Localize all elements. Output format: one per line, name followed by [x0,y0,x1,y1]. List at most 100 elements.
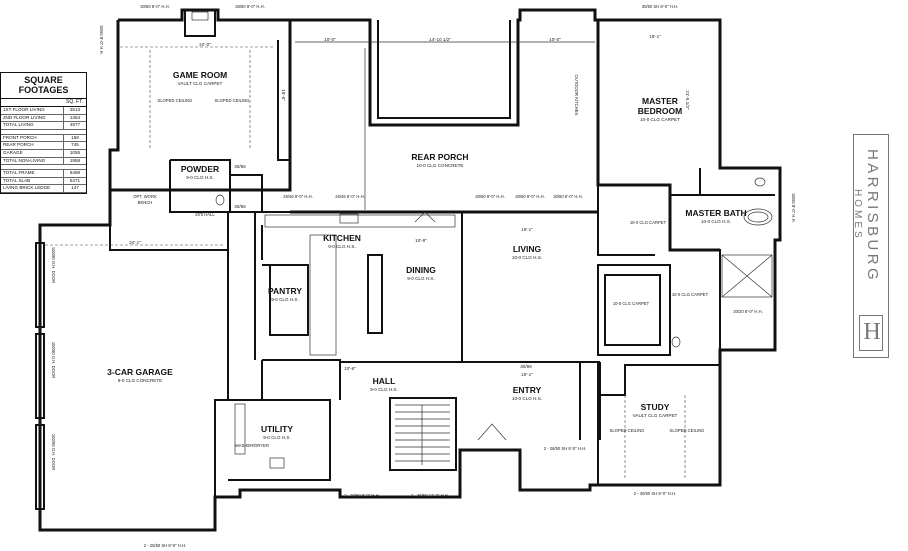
dim-dining-w: 10'-9" [415,238,427,243]
table-cell-label: FRONT PORCH [1,134,64,142]
pantry-walls [262,264,309,336]
room-master-bath-note: 10-0 CLG H.S. [701,219,731,224]
table-cell-value: 1055 [69,149,81,155]
table-gap [1,165,86,171]
window-garage-bottom: 2 - 26/50 SH 8'-0" H.H. [144,543,187,548]
fireplace [191,11,209,21]
table-cell-label: TOTAL FRAME [1,170,64,177]
window-front-study: 2 - 30/60 SH 8'-0" H.H. [634,491,677,496]
kitchen-sink [339,213,359,224]
table-header: SQ. FT. [1,99,86,107]
table-cell-value: 3513 [69,107,81,112]
hall-walls [235,359,341,401]
bath-shower-x [721,254,773,298]
garage-door-tag-3: 100/90 O.H. DOOR [51,434,56,470]
dim-garage-w: 34'-1" [129,240,141,245]
utility-sink [269,457,285,469]
room-pantry: PANTRY [268,286,302,296]
toilet-hall [671,336,681,348]
window-game-top: 30/60 8'-0" H.H. [140,4,170,9]
room-master-bedroom-note: 10-0 CLG CARPET [640,117,680,122]
room-master-bedroom: MASTER [642,96,678,106]
master-closet-walls [597,264,671,356]
label-twenty-hall: 20'0 HALL [195,212,215,217]
chimney [184,10,216,37]
room-powder-note: 9-0 CLG H.S. [186,175,214,180]
table-cell-value: 1958 [69,157,81,163]
dim-master-w: 19'-1" [649,34,661,39]
table-row: TOTAL NON-LIVING 1958 [1,157,86,166]
room-kitchen: KITCHEN [323,233,361,243]
toilet-bath [754,177,766,187]
room-powder: POWDER [181,164,219,174]
window-front-2: 2 - 26/50 8'-0" H.H. [344,493,380,498]
utility-walls [228,399,331,481]
dim-porch-l: 10'-0" [324,37,336,42]
washer-dryer [234,403,246,455]
table-row: TOTAL FRAME 6488 [1,170,86,178]
table-cell-value: 1364 [69,114,81,120]
table-cell-label: TOTAL LIVING [1,122,64,129]
room-pantry-note: 9-0 CLG H.S. [271,297,299,302]
garage-door-tag-1: 100/90 O.H. DOOR [51,247,56,283]
room-master-bath: MASTER BATH [685,208,746,218]
window-side-right: 30/60 8'-0" H.H. [791,193,796,223]
label-washer-dryer: WASHER/DRYER [235,443,269,448]
window-game-top-2: 30/60 8'-0" H.H. [235,4,265,9]
table-cell-value: 6488 [69,170,81,176]
game-room-right-wall [277,40,290,161]
master-bath-walls [670,168,775,350]
window-bath-right: 30/20 8'-0" H.H. [733,309,763,314]
front-door [477,423,507,441]
room-kitchen-note: 9-0 CLG H.S. [328,244,356,249]
rear-porch-inner-wall [377,20,511,119]
label-opt-work-bench: OPT. WORK [133,194,157,199]
bath-shower [721,254,773,298]
table-cell-label: TOTAL NON-LIVING [1,157,64,165]
room-utility-note: 9-0 CLG H.S. [263,435,291,440]
dim-game-w: 22'-0" [199,42,211,47]
exterior-wall-game-left [108,20,120,190]
table-cell-value: 745 [71,142,79,148]
garage-door-3 [35,424,45,510]
toilet-powder [215,194,225,206]
room-rear-porch-note: 10-0 CLG CONCRETE [417,163,464,168]
garage-door-1 [35,242,45,328]
room-living-note: 10-0 CLG H.S. [512,255,542,260]
study-walls [597,362,720,485]
dim-entry-w: 19'-1" [521,372,533,377]
table-cell-value: 158 [71,134,79,140]
room-garage-note: 9-0 CLG CONCRETE [118,378,162,383]
table-cell-value: 5471 [69,177,81,183]
garage-door-2 [35,333,45,419]
table-row: FRONT PORCH 158 [1,134,86,143]
label-sloped-ceiling-study-r: SLOPED CEILING [670,428,705,433]
room-garage: 3-CAR GARAGE [107,367,173,377]
bath-tub [743,208,773,226]
table-gap [1,130,86,135]
kitchen-counter-left [309,234,337,356]
label-closet-c: 10-0 CLG CARPET [630,220,667,225]
room-dining: DINING [406,265,436,275]
logo-sub: HOMES [852,189,863,241]
label-sloped-ceiling-game-l: SLOPED CEILING [158,98,193,103]
window-side-left: 30/60 8'-0" H.H. [99,25,104,55]
label-sloped-ceiling-game-r: SLOPED CEILING [215,98,250,103]
garage-door-tag-2: 100/90 O.H. DOOR [51,342,56,378]
room-study: STUDY [641,402,670,412]
window-front-1: 2 - 26/50 SH 8'-0" H.H. [544,446,587,451]
window-porch-4: 30/60 8'-0" H.H. [515,194,545,199]
dim-hall-top: 30/96 [234,164,246,169]
bath-tub-inner [747,211,769,223]
label-closet-b: 10-0 CLG CARPET [672,292,709,297]
label-outdoor-kitchen: OUTDOOR KITCHEN [574,75,579,116]
dim-porch-r: 10'-0" [549,37,561,42]
